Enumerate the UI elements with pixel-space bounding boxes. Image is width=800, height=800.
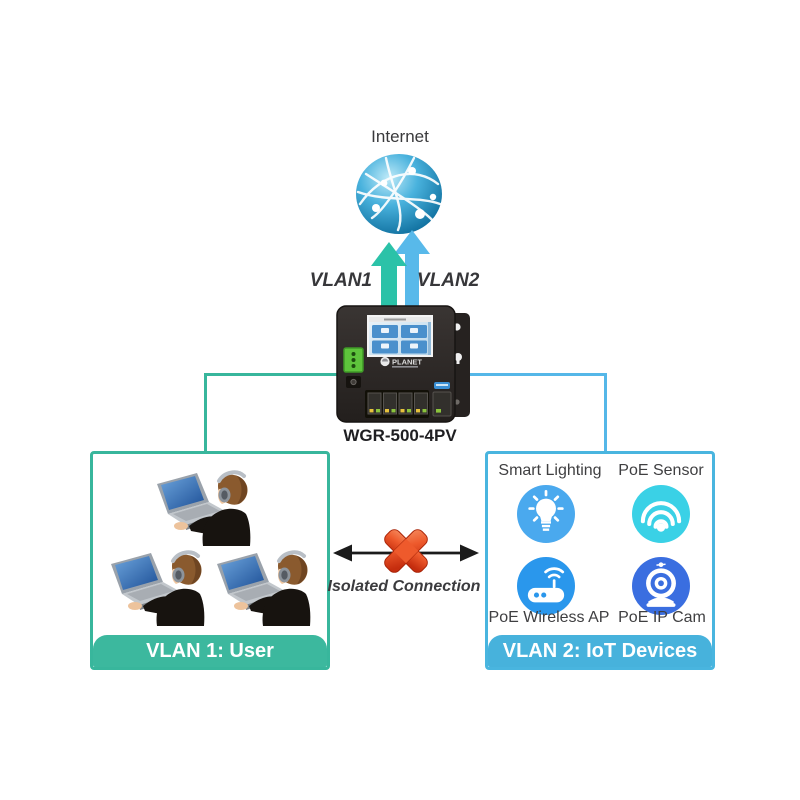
user-with-laptop-icon [215,550,311,628]
device-label-poe-sensor: PoE Sensor [618,462,704,479]
vlan2-arrow [394,230,430,306]
wireless-ap-icon [517,557,575,615]
uplink-arrows-icon [371,230,430,306]
device-label-smart-lighting: Smart Lighting [498,462,602,479]
vlan1-box: VLAN 1: User [90,451,330,670]
vlan1-uplink-label: VLAN1 [309,270,372,291]
vlan1-link-line-horizontal [204,373,340,376]
wifi-sensor-icon [632,485,690,543]
vlan1-title-band: VLAN 1: User [93,635,327,667]
blocked-x-icon [384,529,428,573]
brand-logo: PLANET [380,356,422,368]
user-with-laptop-icon [109,550,205,628]
vlan2-title: VLAN 2: IoT Devices [502,640,698,662]
light-bulb-icon [517,485,575,543]
user-with-laptop-icon [155,470,251,548]
power-terminal [343,347,364,373]
vlan2-title-band: VLAN 2: IoT Devices [488,635,712,667]
internet-label: Internet [371,127,429,146]
vlan2-box: Smart Lighting PoE Sensor [485,451,715,670]
isolated-connection-label: Isolated Connection [327,578,481,595]
internet-globe-icon [356,154,442,234]
touchscreen [367,315,433,357]
vlan1-link-line-vertical [204,373,207,454]
uplink-port [432,391,452,417]
router-device: PLANET [336,305,470,423]
ip-camera-icon [632,557,690,615]
vlan2-link-line-vertical [604,373,607,454]
router-model-label: WGR-500-4PV [343,426,457,445]
device-label-poe-wireless-ap: PoE Wireless AP [488,609,610,626]
vlan1-title: VLAN 1: User [146,640,274,662]
svg-text:PLANET: PLANET [392,358,422,367]
vlan2-uplink-label: VLAN2 [417,270,480,291]
usb-port [434,382,450,389]
reset-button [346,376,361,388]
poe-ports [365,390,429,418]
device-label-poe-ip-cam: PoE IP Cam [618,609,706,626]
vlan1-arrow [371,242,407,306]
vlan2-link-line-horizontal [462,373,607,376]
